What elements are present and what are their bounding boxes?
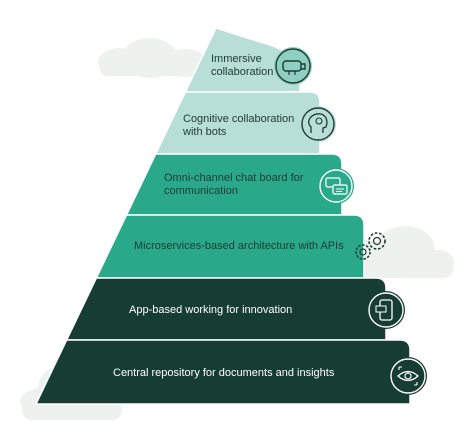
tier-3-label: Omni-channel chat board for communicatio… xyxy=(164,172,303,198)
tier-4 xyxy=(95,214,365,279)
eye-insight-icon xyxy=(389,357,427,395)
tier-4-label: Microservices-based architecture with AP… xyxy=(134,240,344,253)
tier-6-label: Central repository for documents and ins… xyxy=(113,367,334,380)
tier-2-label-line1: Cognitive collaboration xyxy=(183,113,295,125)
gears-icon xyxy=(355,232,386,260)
tier-1-label-line1: Immersive xyxy=(211,53,262,65)
tier-5-label: App-based working for innovation xyxy=(129,304,292,317)
tier-3-label-line2: communication xyxy=(164,185,238,197)
tier-4-band xyxy=(95,214,365,279)
tier-3-label-line1: Omni-channel chat board for xyxy=(164,172,304,184)
cloud-right xyxy=(340,226,454,278)
tier-1-label: Immersive collaboration xyxy=(211,53,273,79)
cloud-top-left xyxy=(98,38,210,78)
ai-head-icon xyxy=(300,106,336,142)
chat-bubbles-icon xyxy=(318,168,354,204)
vr-headset-icon xyxy=(274,47,312,85)
mobile-app-icon xyxy=(367,291,405,329)
tier-6-label-line1: Central repository for documents and ins… xyxy=(113,367,335,379)
tier-2-label: Cognitive collaboration with bots xyxy=(183,113,294,139)
tier-5-label-line1: App-based working for innovation xyxy=(129,304,293,316)
tier-4-label-line1: Microservices-based architecture with AP… xyxy=(134,240,344,252)
tier-1-label-line2: collaboration xyxy=(211,66,274,78)
tier-2-label-line2: with bots xyxy=(183,126,227,138)
